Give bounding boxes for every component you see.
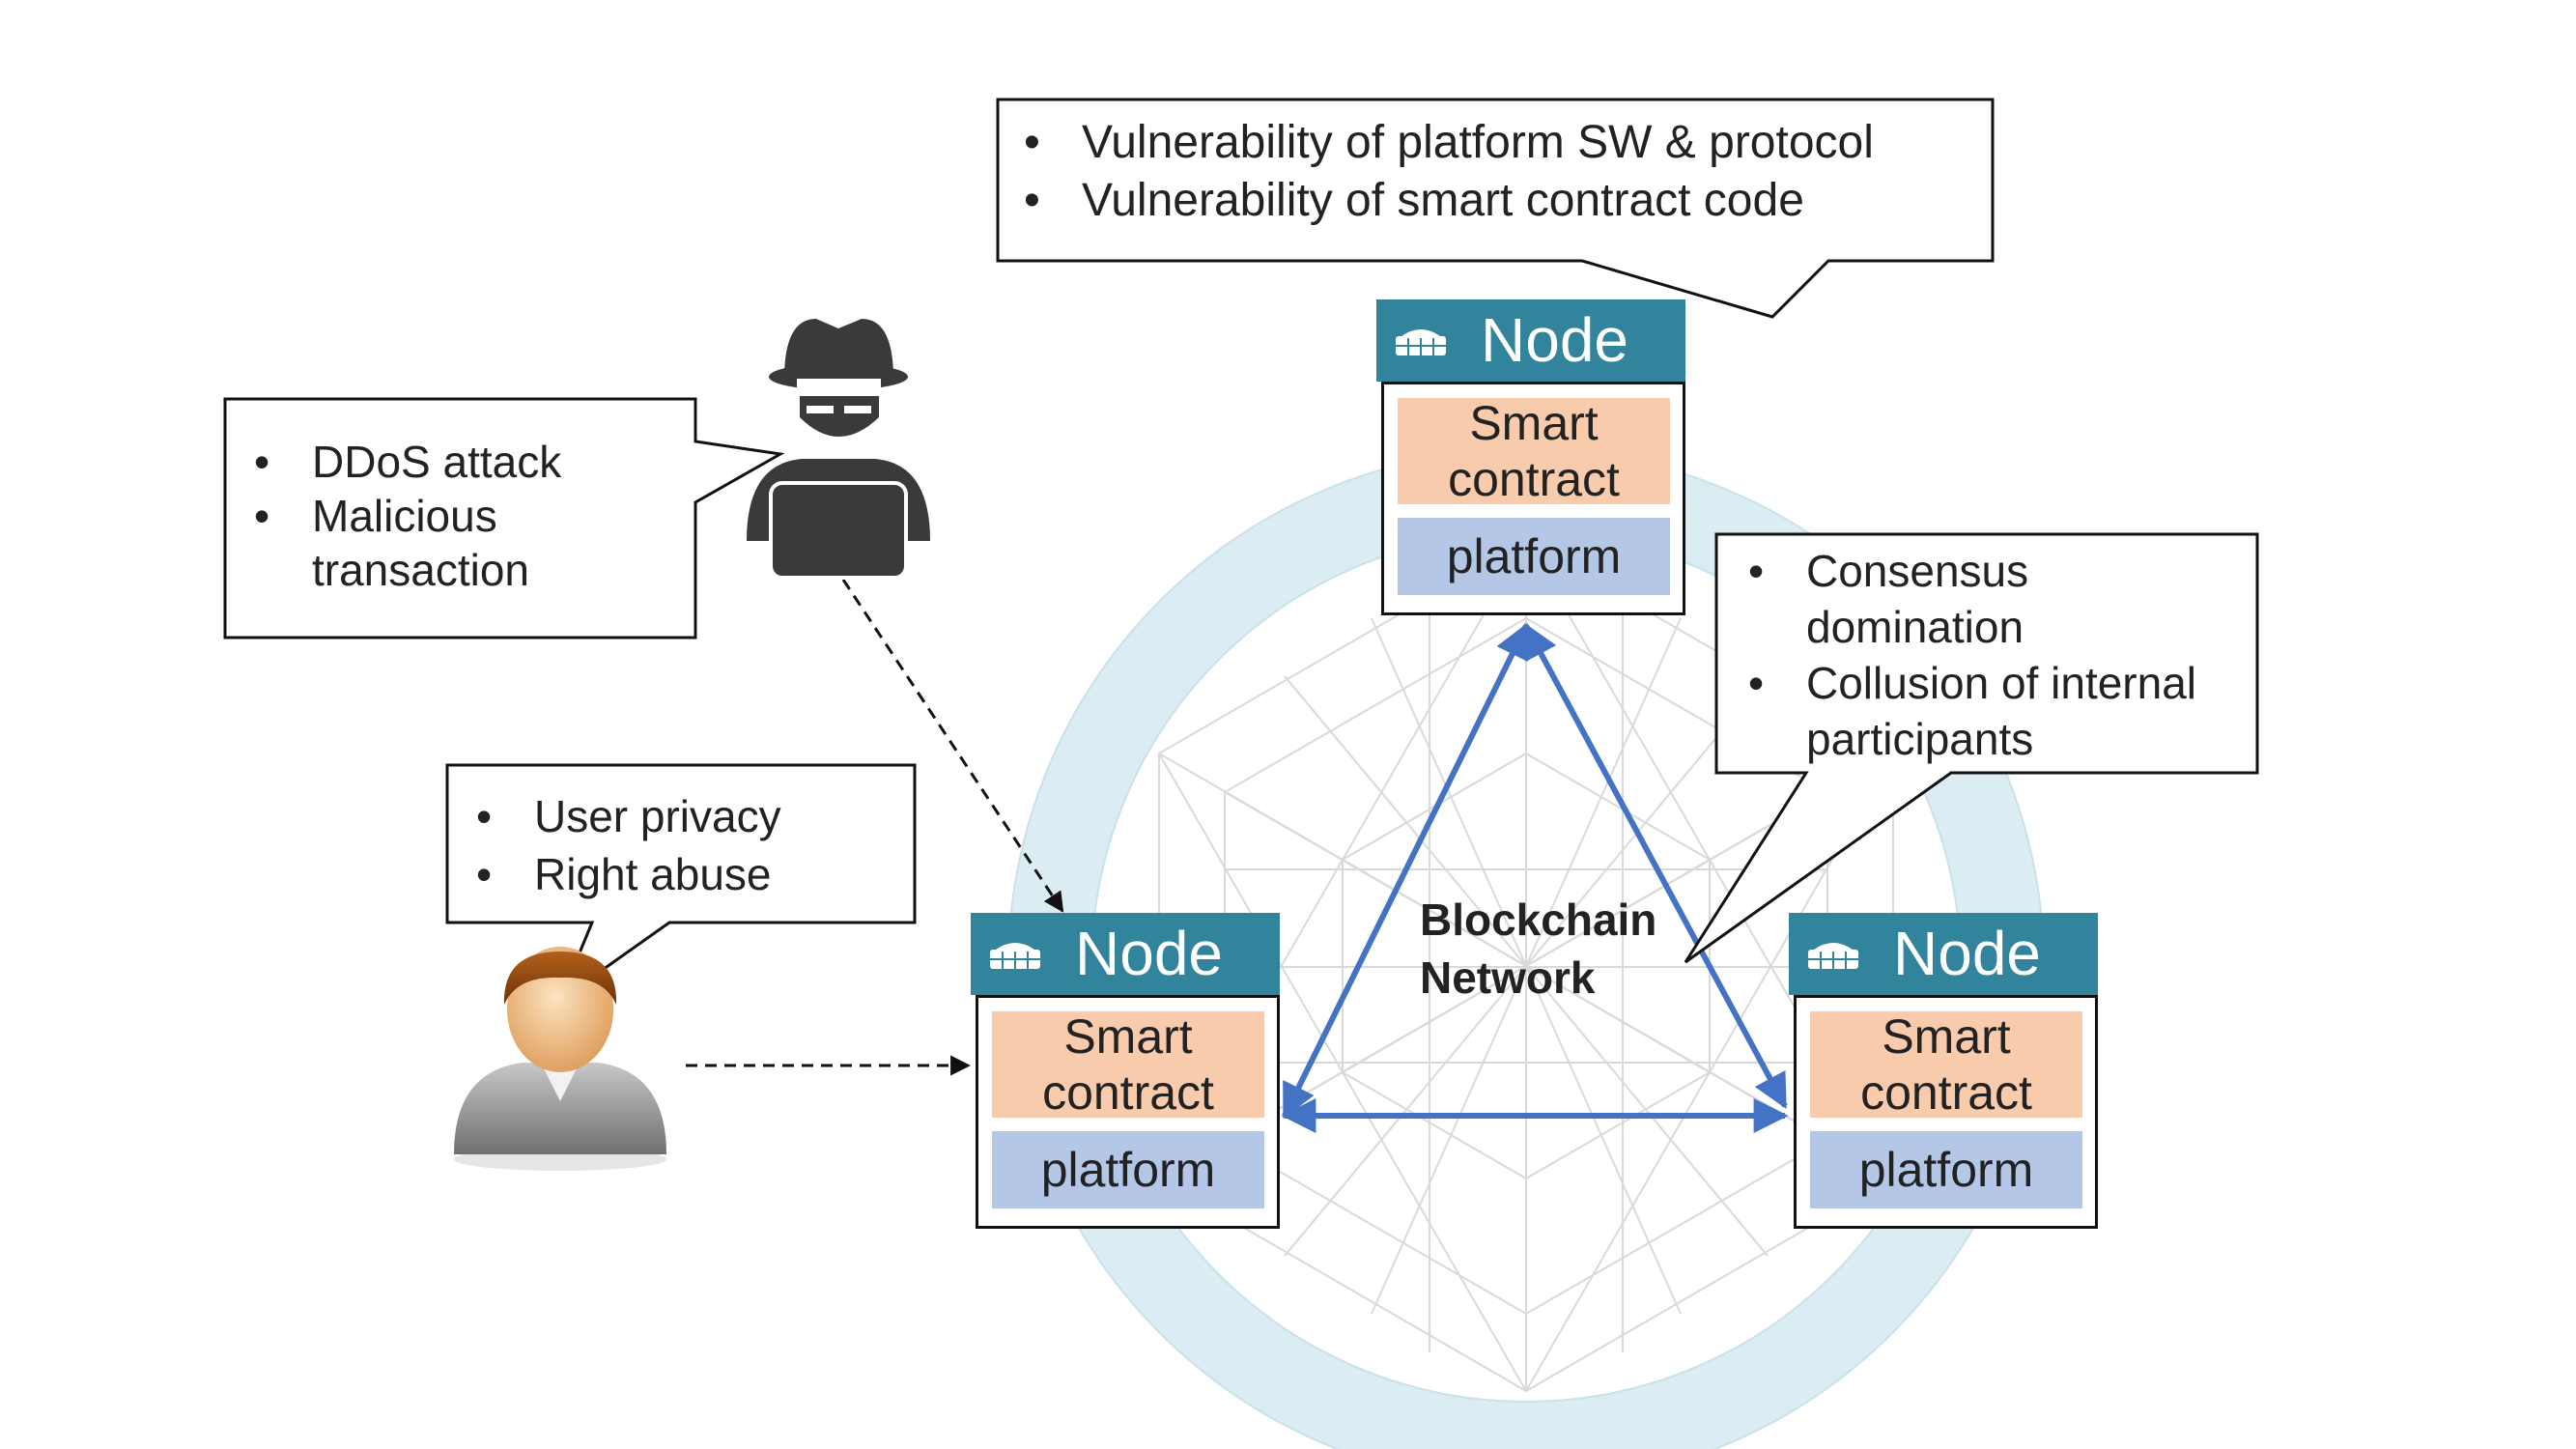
callout-platform: Vulnerability of platform SW & protocol …	[1024, 114, 1874, 230]
server-icon	[1808, 943, 1858, 969]
node-body: Smart contract platform	[1381, 382, 1685, 615]
node-header: Node	[971, 913, 1280, 995]
callout-platform-item: Vulnerability of smart contract code	[1024, 172, 1874, 230]
user-icon	[454, 947, 666, 1171]
callout-consensus-item: Collusion of internal	[1748, 655, 2250, 711]
network-label: Blockchain Network	[1420, 891, 1656, 1007]
callout-consensus: Consensus domination Collusion of intern…	[1748, 543, 2250, 767]
link-top-right	[1523, 622, 1788, 1110]
smart-contract-block: Smart contract	[1810, 1009, 2082, 1120]
callout-attacker: DDoS attack Malicious transaction	[254, 435, 679, 597]
node-body: Smart contract platform	[1794, 995, 2098, 1229]
server-icon	[990, 943, 1040, 969]
node-title: Node	[1481, 305, 1628, 375]
callout-consensus-shape	[1684, 532, 2259, 964]
callout-attacker-item: DDoS attack	[254, 435, 679, 489]
node-left: Node Smart contract platform	[971, 913, 1280, 1229]
smart-contract-block: Smart contract	[1398, 396, 1670, 506]
node-top: Node Smart contract platform	[1376, 299, 1685, 615]
callout-consensus-item: participants	[1806, 714, 2034, 764]
callout-user: User privacy Right abuse	[476, 787, 781, 903]
node-right: Node Smart contract platform	[1789, 913, 2098, 1229]
node-links	[1281, 622, 1789, 1133]
node-title: Node	[1075, 919, 1223, 988]
hacker-icon	[747, 319, 930, 580]
smart-contract-block: Smart contract	[992, 1009, 1264, 1120]
callout-consensus-item: Consensus	[1748, 543, 2250, 599]
platform-block: platform	[1810, 1131, 2082, 1208]
node-header: Node	[1376, 299, 1685, 382]
callout-platform-item: Vulnerability of platform SW & protocol	[1024, 114, 1874, 172]
callout-user-item: Right abuse	[476, 845, 781, 903]
platform-block: platform	[1398, 518, 1670, 595]
callout-attacker-item: Malicious	[254, 489, 679, 543]
network-label-line: Network	[1420, 952, 1596, 1003]
node-header: Node	[1789, 913, 2098, 995]
link-top-left	[1282, 622, 1529, 1120]
network-label-line: Blockchain	[1420, 895, 1657, 945]
server-icon	[1396, 329, 1446, 355]
callout-user-item: User privacy	[476, 787, 781, 845]
callout-attacker-item: transaction	[312, 545, 530, 595]
callout-consensus-item: domination	[1806, 602, 2024, 652]
attacker-arrow	[841, 579, 1064, 913]
platform-block: platform	[992, 1131, 1264, 1208]
node-title: Node	[1893, 919, 2041, 988]
node-body: Smart contract platform	[976, 995, 1280, 1229]
